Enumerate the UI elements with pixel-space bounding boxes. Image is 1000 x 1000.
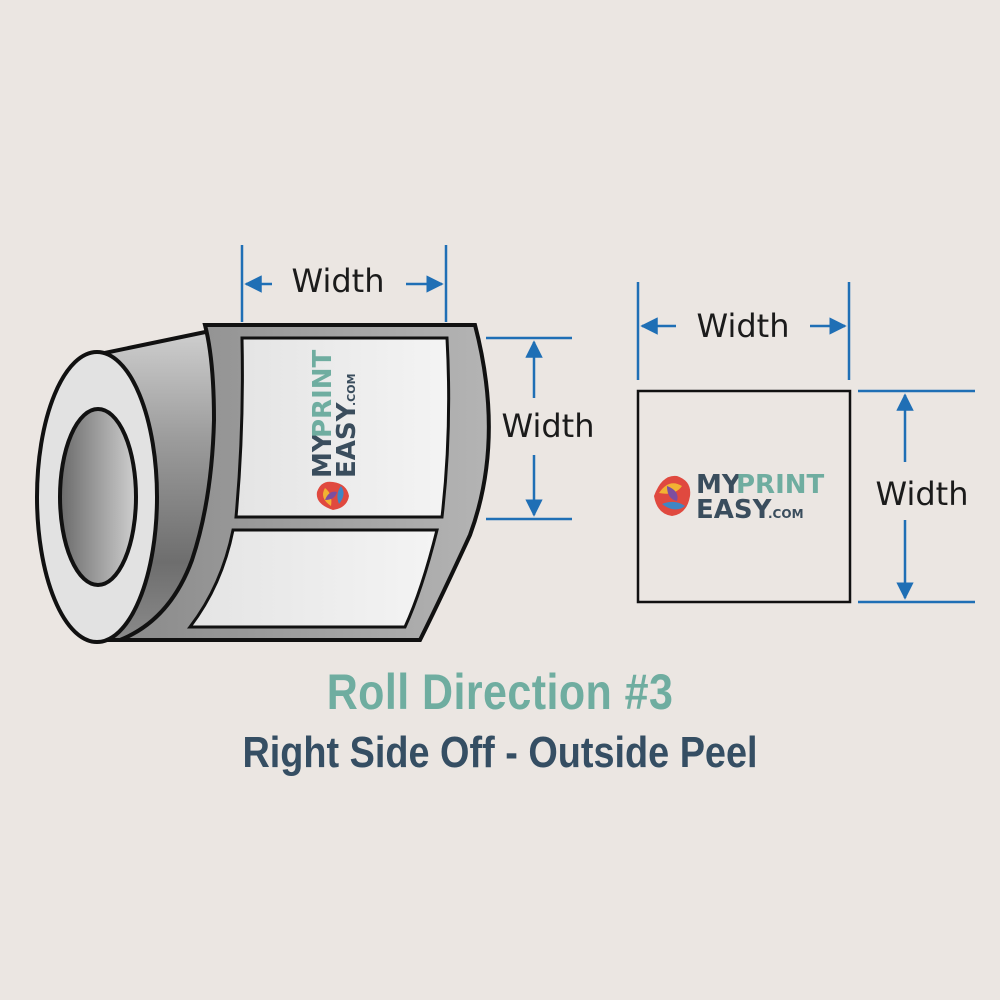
label-roll-illustration: MY PRINT EASY .COM Width Width [35, 245, 595, 644]
square-brand-com: .COM [768, 507, 804, 521]
square-width-top-dimension: Width [636, 282, 851, 380]
square-label-logo: MY PRINT EASY .COM [654, 470, 825, 525]
square-label-illustration: MY PRINT EASY .COM Width Width [636, 282, 975, 604]
roll-brand-com: .COM [345, 373, 358, 406]
square-width-top-label: Width [697, 307, 790, 345]
roll-label-top [234, 336, 451, 519]
roll-direction-subtitle: Right Side Off - Outside Peel [242, 728, 758, 777]
roll-brand-my: MY [308, 432, 338, 478]
roll-label-second [186, 528, 439, 629]
roll-brand-easy: EASY [332, 401, 362, 478]
roll-width-side-dimension: Width [486, 336, 595, 521]
square-brand-my: MY [696, 470, 742, 500]
roll-core-hole [58, 407, 138, 587]
square-brand-print: PRINT [736, 470, 825, 500]
square-brand-easy: EASY [696, 495, 773, 525]
roll-label-logo: MY PRINT EASY .COM [308, 349, 362, 510]
logo-swirl-icon [316, 481, 349, 510]
roll-direction-title: Roll Direction #3 [326, 664, 674, 720]
roll-width-top-label: Width [292, 262, 385, 300]
roll-brand-print: PRINT [308, 349, 338, 438]
square-width-side-label: Width [876, 475, 969, 513]
square-width-side-dimension: Width [858, 389, 975, 604]
roll-width-top-dimension: Width [240, 245, 448, 322]
roll-width-side-label: Width [502, 407, 595, 445]
logo-swirl-icon [654, 475, 691, 516]
